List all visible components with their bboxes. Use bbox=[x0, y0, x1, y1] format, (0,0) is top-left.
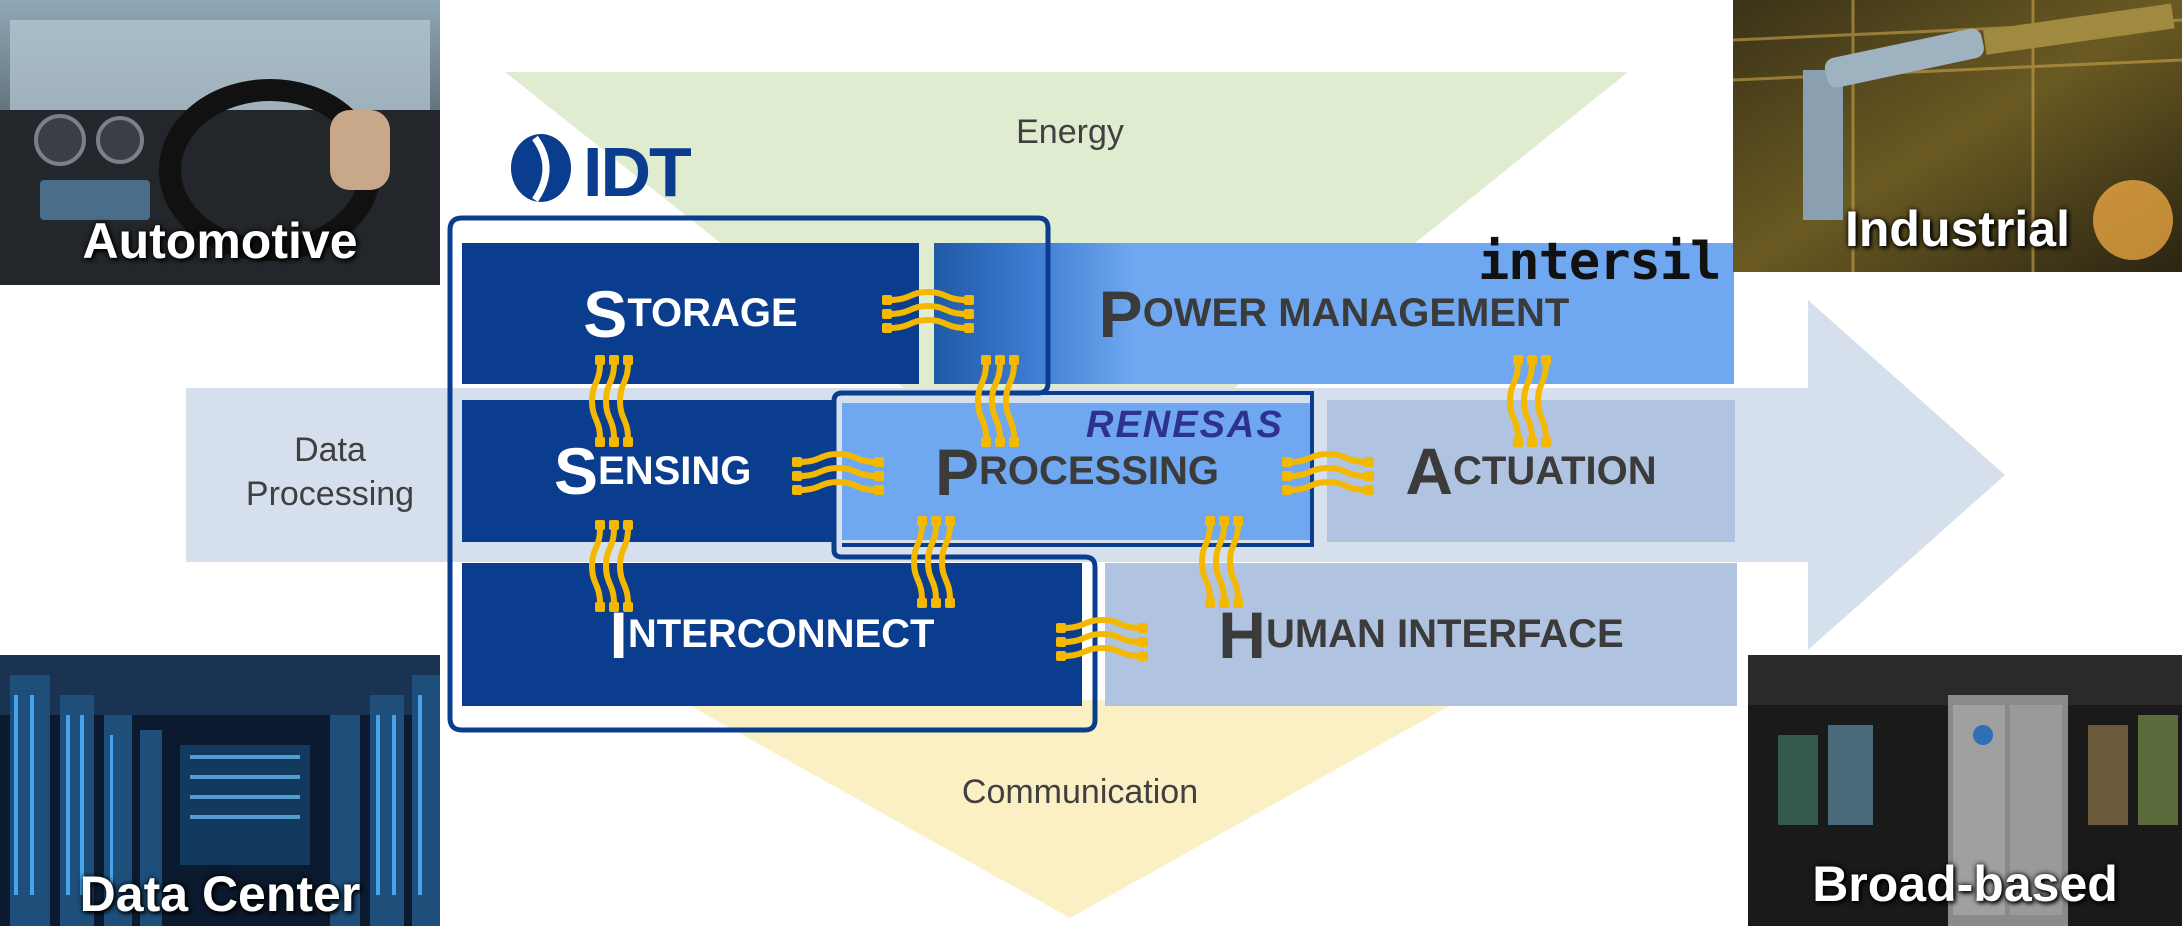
industrial-photo: Industrial bbox=[1733, 0, 2182, 272]
communication-label: Communication bbox=[961, 773, 1199, 811]
actuation-rest: ctuation bbox=[1453, 448, 1657, 493]
server-room-image bbox=[0, 655, 440, 926]
renesas-logo: RENESAS bbox=[1086, 404, 1284, 446]
connector-interconnect-human bbox=[1056, 620, 1148, 661]
broad-based-photo: Broad-based bbox=[1748, 655, 2182, 926]
automotive-photo: Automotive bbox=[0, 0, 440, 285]
power-cap: P bbox=[1098, 276, 1143, 351]
interconnect-block: Interconnect bbox=[462, 563, 1082, 706]
actuation-cap: A bbox=[1405, 434, 1453, 508]
data-processing-line1: Data bbox=[294, 431, 366, 469]
factory-robot-image bbox=[1733, 0, 2182, 272]
industrial-label: Industrial bbox=[1844, 201, 2071, 257]
connector-storage-sensing bbox=[592, 355, 633, 447]
storage-block: Storage bbox=[462, 243, 919, 384]
connector-processing-interconnect bbox=[914, 516, 955, 608]
connector-sensing-interconnect bbox=[592, 520, 633, 612]
power-management-block: Power management bbox=[934, 243, 1734, 384]
intersil-logo: intersil bbox=[1478, 232, 1721, 292]
communication-triangle bbox=[680, 700, 1460, 918]
human-cap: H bbox=[1218, 597, 1266, 672]
idt-logo: IDT bbox=[505, 130, 715, 211]
idt-outline bbox=[447, 215, 1098, 733]
connector-processing-human bbox=[1202, 516, 1243, 608]
processing-rest: rocessing bbox=[978, 449, 1220, 493]
broad-based-label: Broad-based bbox=[1812, 856, 2118, 912]
connector-processing-actuation bbox=[1282, 454, 1374, 495]
storage-rest: torage bbox=[627, 291, 798, 335]
connector-power-actuation bbox=[1510, 355, 1551, 447]
connector-power-processing bbox=[978, 355, 1019, 447]
storage-cap: S bbox=[583, 276, 628, 351]
connector-storage-power bbox=[882, 292, 974, 333]
data-processing-line2: Processing bbox=[245, 475, 415, 513]
smart-appliance-image bbox=[1748, 655, 2182, 926]
interconnect-rest: nterconnect bbox=[627, 612, 935, 656]
sensing-block: Sensing bbox=[462, 400, 832, 542]
interconnect-cap: I bbox=[609, 597, 628, 672]
energy-label: Energy bbox=[1016, 113, 1124, 151]
connector-sensing-processing bbox=[792, 454, 884, 495]
idt-logo-text: IDT bbox=[583, 133, 692, 211]
car-interior-image bbox=[0, 0, 440, 285]
power-rest: ower management bbox=[1142, 291, 1570, 335]
data-center-label: Data Center bbox=[79, 866, 361, 922]
sensing-cap: S bbox=[554, 434, 599, 508]
processing-cap: P bbox=[934, 434, 979, 509]
human-rest: uman interface bbox=[1265, 612, 1624, 656]
idt-logo-graphic bbox=[511, 134, 571, 202]
data-center-photo: Data Center bbox=[0, 655, 440, 926]
automotive-label: Automotive bbox=[82, 213, 358, 269]
sensing-rest: ensing bbox=[598, 448, 752, 493]
data-processing-label: Data Processing bbox=[220, 428, 440, 516]
